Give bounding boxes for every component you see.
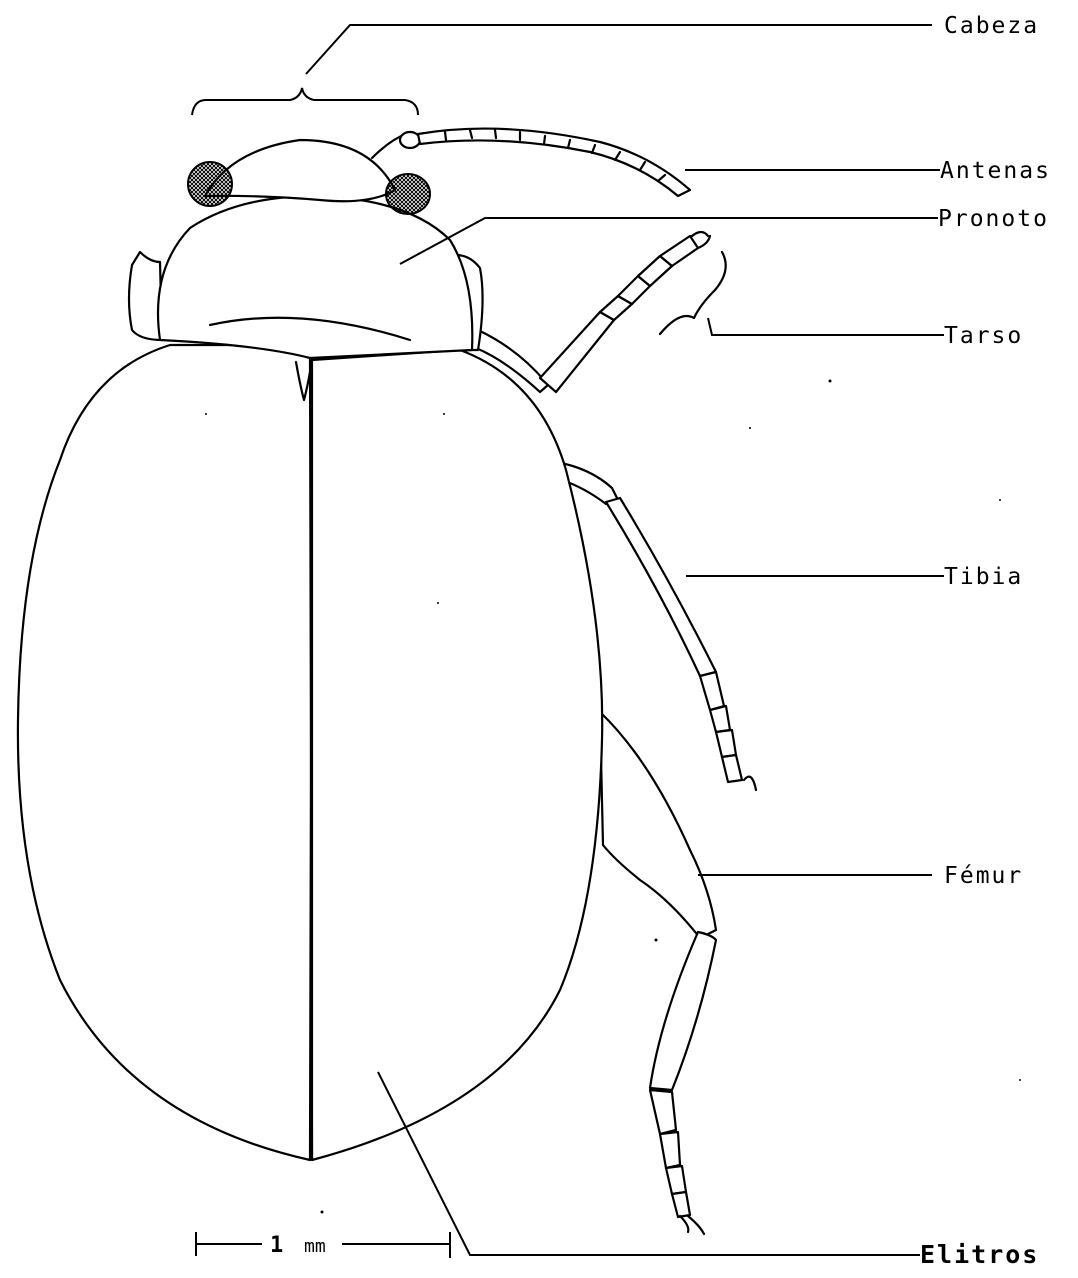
tibia-callout: Tibia xyxy=(686,564,1023,590)
label-cabeza: Cabeza xyxy=(944,13,1039,39)
cabeza-callout: Cabeza xyxy=(192,13,1039,115)
eye-left xyxy=(188,162,232,206)
label-elitros: Elitros xyxy=(920,1240,1039,1269)
scale-bar-unit: mm xyxy=(304,1236,326,1257)
tarso-callout: Tarso xyxy=(660,252,1023,349)
eye-right xyxy=(386,174,430,214)
label-femur: Fémur xyxy=(944,863,1023,889)
front-leg xyxy=(476,232,710,392)
label-antenas: Antenas xyxy=(940,158,1051,184)
antenas-callout: Antenas xyxy=(685,158,1051,184)
elitros-callout: Elitros xyxy=(378,1072,1039,1269)
elytra xyxy=(18,345,602,1160)
scale-bar-value: 1 xyxy=(270,1233,283,1258)
hind-leg xyxy=(600,712,716,1234)
label-tibia: Tibia xyxy=(944,564,1023,590)
label-pronoto: Pronoto xyxy=(938,206,1049,232)
femur-callout: Fémur xyxy=(698,863,1023,889)
label-tarso: Tarso xyxy=(944,323,1023,349)
pronotum xyxy=(129,196,483,358)
scale-bar: 1 mm xyxy=(196,1232,450,1258)
